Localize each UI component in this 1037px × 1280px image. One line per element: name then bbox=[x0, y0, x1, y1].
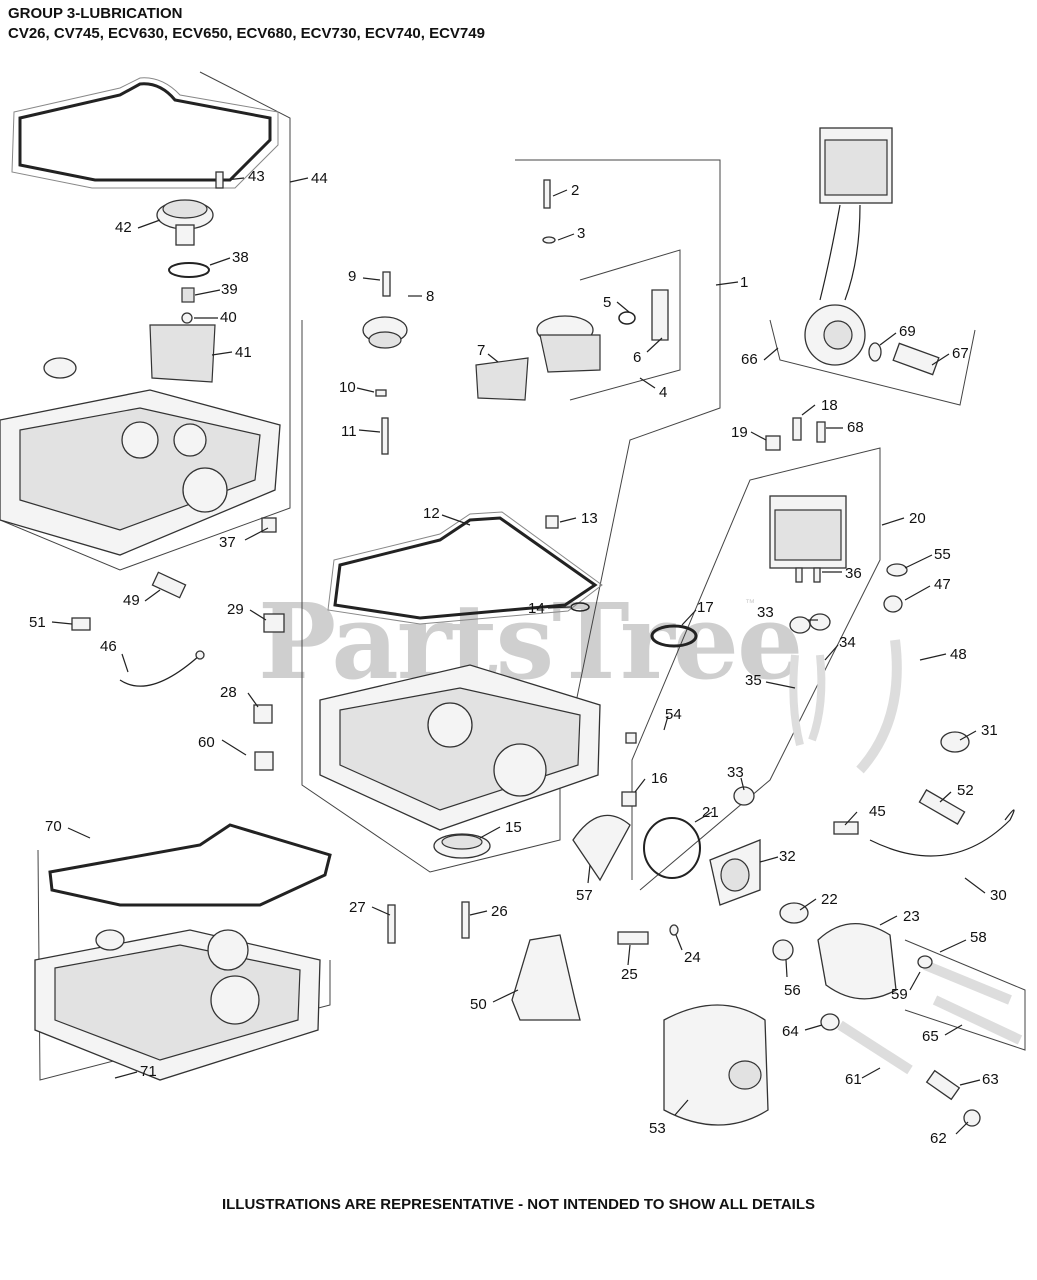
callout-43: 43 bbox=[248, 168, 265, 185]
callout-62: 62 bbox=[930, 1130, 947, 1147]
callout-36: 36 bbox=[845, 565, 862, 582]
callout-66: 66 bbox=[741, 351, 758, 368]
callout-38: 38 bbox=[232, 249, 249, 266]
callout-6: 6 bbox=[633, 349, 641, 366]
callout-10: 10 bbox=[339, 379, 356, 396]
model-list: CV26, CV745, ECV630, ECV650, ECV680, ECV… bbox=[8, 25, 485, 42]
callout-48: 48 bbox=[950, 646, 967, 663]
callout-30: 30 bbox=[990, 887, 1007, 904]
oil-cooler-66 bbox=[765, 127, 940, 451]
callout-42: 42 bbox=[115, 219, 132, 236]
callout-50: 50 bbox=[470, 996, 487, 1013]
oil-cooler-20 bbox=[769, 495, 847, 746]
callout-27: 27 bbox=[349, 899, 366, 916]
callout-45: 45 bbox=[869, 803, 886, 820]
callout-63: 63 bbox=[982, 1071, 999, 1088]
callout-47: 47 bbox=[934, 576, 951, 593]
callout-53: 53 bbox=[649, 1120, 666, 1137]
callout-40: 40 bbox=[220, 309, 237, 326]
callout-2: 2 bbox=[571, 182, 579, 199]
callout-32: 32 bbox=[779, 848, 796, 865]
callout-25: 25 bbox=[621, 966, 638, 983]
callout-69: 69 bbox=[899, 323, 916, 340]
oil-pump-assembly bbox=[475, 179, 669, 401]
callout-67: 67 bbox=[952, 345, 969, 362]
callout-11: 11 bbox=[341, 423, 357, 440]
callout-65: 65 bbox=[922, 1028, 939, 1045]
callout-64: 64 bbox=[782, 1023, 799, 1040]
callout-35: 35 bbox=[745, 672, 762, 689]
callout-17: 17 bbox=[697, 599, 714, 616]
callout-31: 31 bbox=[981, 722, 998, 739]
callout-7: 7 bbox=[477, 342, 485, 359]
callout-numbers: 1 2 3 4 5 6 7 8 9 10 11 12 13 14 15 16 1… bbox=[29, 168, 1007, 1147]
diagram-title: GROUP 3-LUBRICATION bbox=[8, 5, 183, 22]
callout-26: 26 bbox=[491, 903, 508, 920]
callout-57: 57 bbox=[576, 887, 593, 904]
callout-9: 9 bbox=[348, 268, 356, 285]
callout-13: 13 bbox=[581, 510, 598, 527]
callout-60: 60 bbox=[198, 734, 215, 751]
callout-34: 34 bbox=[839, 634, 856, 651]
callout-12: 12 bbox=[423, 505, 440, 522]
callout-3: 3 bbox=[577, 225, 585, 242]
callout-51: 51 bbox=[29, 614, 46, 631]
callout-8: 8 bbox=[426, 288, 434, 305]
hoses-right bbox=[643, 563, 1015, 906]
callout-14: 14 bbox=[528, 600, 545, 617]
callout-19: 19 bbox=[731, 424, 748, 441]
oil-pump-gear-42 bbox=[156, 199, 214, 246]
callout-70: 70 bbox=[45, 818, 62, 835]
callout-22: 22 bbox=[821, 891, 838, 908]
callout-58: 58 bbox=[970, 929, 987, 946]
oil-pan-center bbox=[319, 664, 601, 859]
callout-44: 44 bbox=[311, 170, 328, 187]
callout-5: 5 bbox=[603, 294, 611, 311]
trademark-symbol: ™ bbox=[745, 598, 755, 609]
callout-49: 49 bbox=[123, 592, 140, 609]
callout-55: 55 bbox=[934, 546, 951, 563]
callout-15: 15 bbox=[505, 819, 522, 836]
callout-20: 20 bbox=[909, 510, 926, 527]
disclaimer-footer: ILLUSTRATIONS ARE REPRESENTATIVE - NOT I… bbox=[221, 1196, 816, 1213]
callout-24: 24 bbox=[684, 949, 701, 966]
callout-29: 29 bbox=[227, 601, 244, 618]
gasket-44 bbox=[11, 77, 279, 189]
small-parts-38-43 bbox=[149, 171, 224, 383]
partstree-watermark: PartsTree bbox=[258, 580, 803, 703]
center-shaft-parts bbox=[362, 271, 408, 455]
callout-59: 59 bbox=[891, 986, 908, 1003]
callout-68: 68 bbox=[847, 419, 864, 436]
callout-18: 18 bbox=[821, 397, 838, 414]
callout-33b: 33 bbox=[727, 764, 744, 781]
callout-37: 37 bbox=[219, 534, 236, 551]
callout-41: 41 bbox=[235, 344, 252, 361]
callout-33a: 33 bbox=[757, 604, 774, 621]
callout-4: 4 bbox=[659, 384, 667, 401]
callout-54: 54 bbox=[665, 706, 682, 723]
callout-61: 61 bbox=[845, 1071, 862, 1088]
callout-46: 46 bbox=[100, 638, 117, 655]
loose-parts-left bbox=[71, 517, 285, 771]
callout-71: 71 bbox=[140, 1063, 157, 1080]
callout-21: 21 bbox=[702, 804, 719, 821]
oil-pan-70 bbox=[34, 823, 332, 1081]
callout-56: 56 bbox=[784, 982, 801, 999]
callout-1: 1 bbox=[740, 274, 748, 291]
callout-28: 28 bbox=[220, 684, 237, 701]
loose-parts-center bbox=[387, 732, 679, 1021]
callout-52: 52 bbox=[957, 782, 974, 799]
gasket-12 bbox=[327, 511, 698, 648]
leader-lines bbox=[51, 177, 986, 1135]
callout-39: 39 bbox=[221, 281, 238, 298]
callout-23: 23 bbox=[903, 908, 920, 925]
callout-16: 16 bbox=[651, 770, 668, 787]
filters-bottom-right bbox=[663, 902, 1023, 1127]
oil-pan-left bbox=[0, 357, 281, 556]
